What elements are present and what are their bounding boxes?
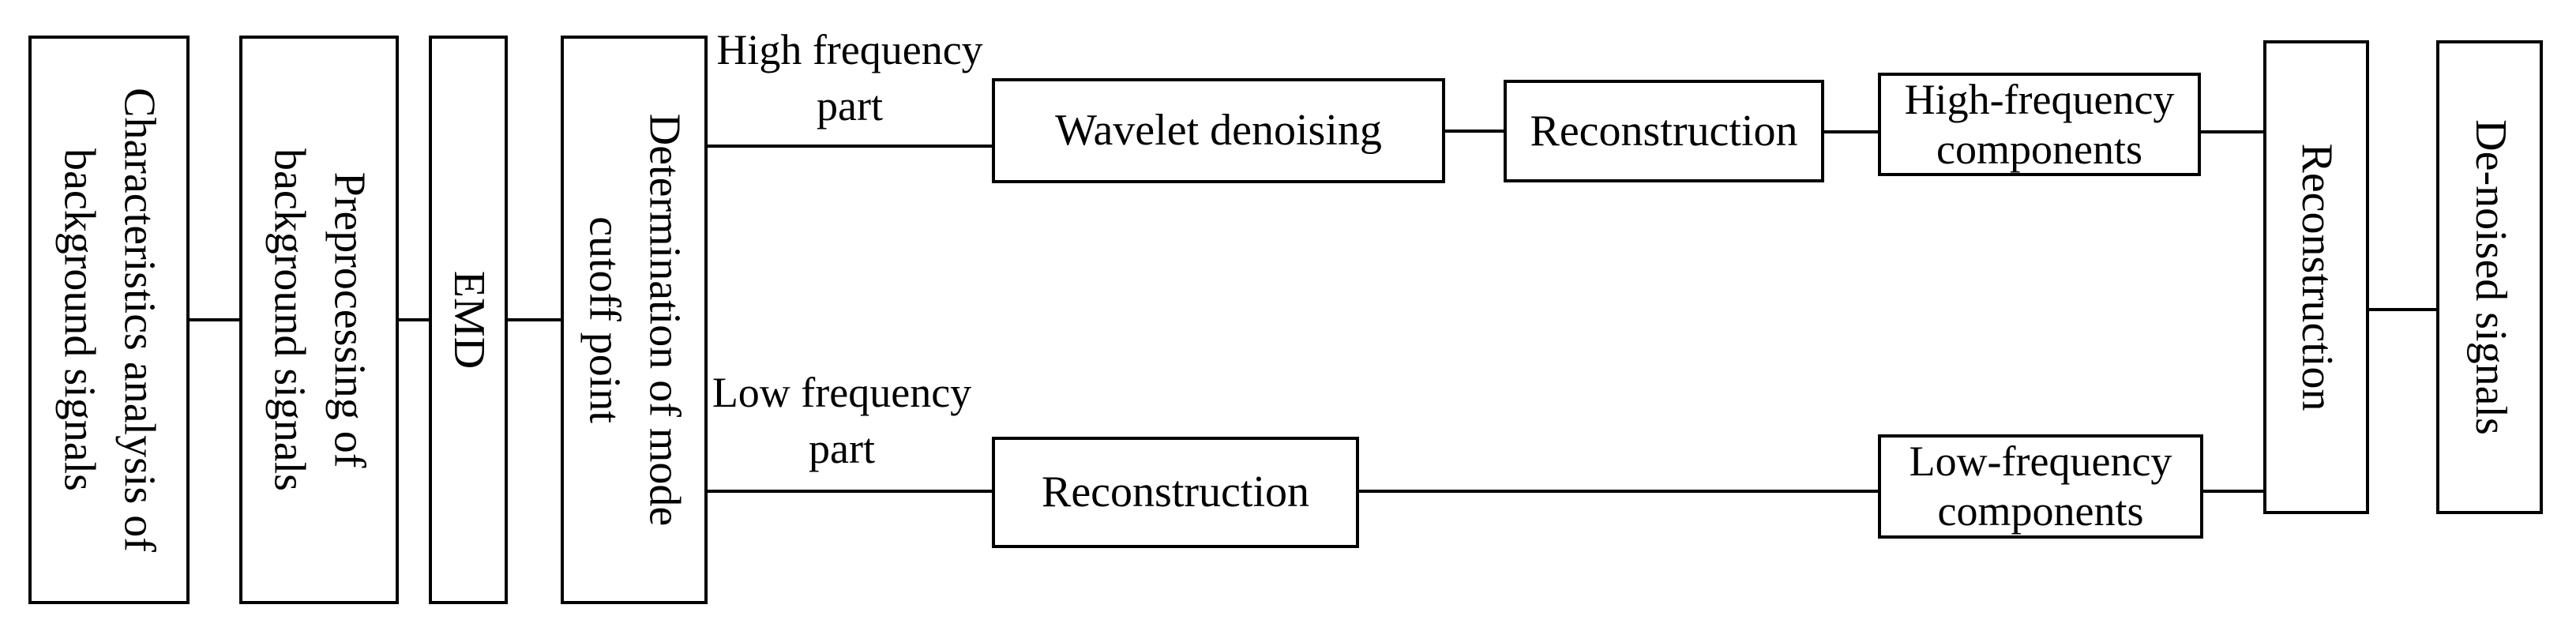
node-reconstruction-top-label: Reconstruction	[1530, 106, 1798, 156]
node-reconstruction-bottom-label: Reconstruction	[1041, 468, 1310, 517]
node-high-frequency-components-label: High-frequency components	[1904, 75, 2175, 173]
connector-emd-mode-cutoff	[508, 318, 561, 321]
node-preprocessing-label: Preprocessing of background signals	[265, 148, 374, 491]
edge-label-low-frequency-part: Low frequency part	[712, 369, 972, 473]
connector-reconstruction-hf	[1824, 130, 1878, 133]
node-emd: EMD	[429, 36, 508, 604]
connector-preprocessing-emd	[399, 318, 429, 321]
node-preprocessing: Preprocessing of background signals	[239, 36, 399, 604]
node-low-frequency-components: Low-frequency components	[1878, 434, 2203, 539]
connector-characteristics-preprocessing	[190, 318, 239, 321]
connector-lf-final-reconstruction	[2203, 490, 2263, 493]
node-reconstruction-final: Reconstruction	[2263, 40, 2369, 514]
node-mode-cutoff-label: Determination of mode cutoff point	[580, 113, 689, 527]
node-characteristics-analysis: Characteristics analysis of background s…	[28, 36, 190, 604]
connector-final-reconstruction-denoised	[2369, 308, 2436, 311]
node-characteristics-analysis-label: Characteristics analysis of background s…	[55, 88, 164, 552]
connector-hf-final-reconstruction	[2201, 130, 2263, 133]
node-reconstruction-top: Reconstruction	[1504, 80, 1824, 182]
node-wavelet-denoising: Wavelet denoising	[992, 78, 1445, 183]
edge-label-high-frequency-part: High frequency part	[716, 26, 983, 130]
node-low-frequency-components-label: Low-frequency components	[1909, 438, 2172, 535]
node-denoised-signals-label: De-noised signals	[2465, 119, 2515, 435]
connector-wavelet-reconstruction	[1445, 130, 1504, 133]
connector-cutoff-reconstruction-bottom	[708, 490, 992, 493]
connector-cutoff-wavelet	[708, 145, 992, 148]
node-reconstruction-bottom: Reconstruction	[992, 437, 1359, 548]
node-emd-label: EMD	[444, 270, 494, 370]
node-denoised-signals: De-noised signals	[2436, 40, 2543, 514]
node-wavelet-denoising-label: Wavelet denoising	[1055, 106, 1382, 156]
node-mode-cutoff: Determination of mode cutoff point	[561, 36, 708, 604]
node-high-frequency-components: High-frequency components	[1878, 73, 2201, 176]
connector-reconstruction-lf	[1359, 490, 1878, 493]
node-reconstruction-final-label: Reconstruction	[2292, 143, 2341, 411]
